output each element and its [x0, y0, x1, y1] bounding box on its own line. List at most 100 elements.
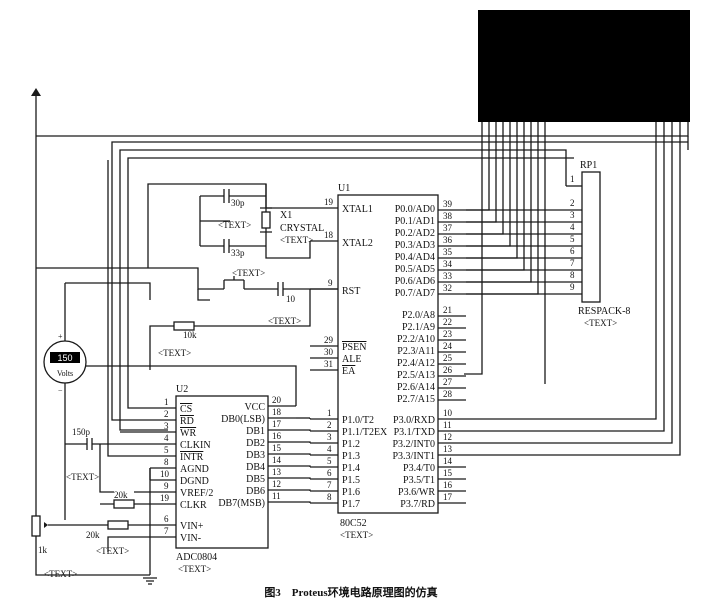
svg-text:14: 14 [443, 456, 453, 466]
u2-right-pin-numbers: 20 18 17 16 15 14 13 12 11 [272, 395, 282, 501]
resistor-vin-text: <TEXT> [96, 546, 129, 556]
svg-text:15: 15 [443, 468, 453, 478]
respack-pin-numbers: 1 2 3 4 5 6 7 8 9 [570, 174, 575, 292]
svg-text:39: 39 [443, 199, 453, 209]
svg-text:DB2: DB2 [246, 438, 265, 449]
svg-text:WR: WR [180, 428, 196, 439]
reset-button [210, 276, 258, 290]
svg-text:7: 7 [327, 480, 332, 490]
svg-text:P1.5: P1.5 [342, 475, 360, 486]
crystal-x1 [260, 207, 272, 233]
svg-text:XTAL2: XTAL2 [342, 238, 373, 249]
u2-chip [175, 395, 269, 549]
svg-text:14: 14 [272, 455, 282, 465]
svg-text:CLKR: CLKR [180, 500, 207, 511]
svg-text:16: 16 [443, 480, 453, 490]
svg-text:6: 6 [164, 514, 169, 524]
svg-text:P2.6/A14: P2.6/A14 [397, 382, 435, 393]
svg-text:11: 11 [443, 420, 452, 430]
svg-text:VIN-: VIN- [180, 533, 201, 544]
svg-text:P1.1/T2EX: P1.1/T2EX [342, 427, 388, 438]
svg-text:11: 11 [272, 491, 281, 501]
svg-text:13: 13 [272, 467, 282, 477]
svg-text:4: 4 [164, 433, 169, 443]
cap-reset-value: 10 [286, 294, 296, 304]
svg-text:P1.2: P1.2 [342, 439, 360, 450]
voltmeter [43, 282, 151, 520]
svg-text:CLKIN: CLKIN [180, 440, 211, 451]
u2-right-labels: VCC DB0(LSB) DB1 DB2 DB3 DB4 DB5 DB6 DB7… [218, 402, 265, 509]
cap-top-value: 30p [231, 198, 245, 208]
voltmeter-plus: + [58, 332, 63, 341]
u1-part: 80C52 [340, 518, 367, 529]
u1-right-pin-numbers: 39 38 37 36 35 34 33 32 21 22 23 24 25 2… [443, 199, 453, 502]
u2-left-pin-numbers: 1 2 3 4 5 8 10 9 19 6 7 [160, 397, 170, 536]
svg-text:6: 6 [570, 246, 575, 256]
cap-clk-text: <TEXT> [66, 472, 99, 482]
vcc-arrow [31, 88, 41, 520]
ground-symbol [35, 560, 157, 585]
svg-text:17: 17 [443, 492, 453, 502]
svg-text:8: 8 [327, 492, 332, 502]
svg-text:19: 19 [160, 493, 170, 503]
u1-chip [337, 194, 439, 514]
svg-text:DB6: DB6 [246, 486, 265, 497]
svg-text:1: 1 [570, 174, 575, 184]
lcd-data-bus [464, 122, 546, 384]
svg-text:18: 18 [272, 407, 282, 417]
svg-text:3: 3 [570, 210, 575, 220]
svg-text:1: 1 [327, 408, 332, 418]
svg-text:13: 13 [443, 444, 453, 454]
svg-text:37: 37 [443, 223, 453, 233]
svg-text:P3.6/WR: P3.6/WR [398, 487, 435, 498]
u2-right-pins [268, 405, 296, 503]
respack-part: RESPACK-8 [578, 306, 630, 317]
u2-ref: U2 [176, 384, 188, 395]
svg-text:P0.2/AD2: P0.2/AD2 [395, 228, 435, 239]
svg-text:P0.5/AD5: P0.5/AD5 [395, 264, 435, 275]
svg-text:P2.5/A13: P2.5/A13 [397, 370, 435, 381]
cap-clk-value: 150p [72, 427, 91, 437]
pot-value: 1k [38, 545, 48, 555]
svg-text:P2.2/A10: P2.2/A10 [397, 334, 435, 345]
svg-text:8: 8 [570, 270, 575, 280]
reset-button-text: <TEXT> [232, 268, 265, 278]
u1-right-labels: P0.0/AD0 P0.1/AD1 P0.2/AD2 P0.3/AD3 P0.4… [393, 204, 436, 510]
svg-text:22: 22 [443, 317, 452, 327]
svg-text:AGND: AGND [180, 464, 209, 475]
svg-text:RST: RST [342, 286, 360, 297]
resistor-reset [173, 321, 195, 331]
svg-text:1: 1 [164, 397, 169, 407]
svg-text:VREF/2: VREF/2 [180, 488, 213, 499]
svg-text:25: 25 [443, 353, 453, 363]
svg-text:5: 5 [327, 456, 332, 466]
figure-caption: 图3 Proteus环境电路原理图的仿真 [264, 585, 437, 599]
respack [581, 171, 601, 303]
vin-wires [35, 520, 150, 560]
resistor-vin [107, 520, 129, 530]
svg-text:DB4: DB4 [246, 462, 265, 473]
svg-text:2: 2 [327, 420, 332, 430]
svg-text:P0.4/AD4: P0.4/AD4 [395, 252, 435, 263]
svg-text:P3.0/RXD: P3.0/RXD [393, 415, 435, 426]
svg-text:20: 20 [272, 395, 282, 405]
svg-text:P3.1/TXD: P3.1/TXD [394, 427, 435, 438]
svg-text:26: 26 [443, 365, 453, 375]
svg-text:4: 4 [327, 444, 332, 454]
svg-text:35: 35 [443, 247, 453, 257]
resistor-clk-value: 20k [114, 490, 128, 500]
svg-text:P1.4: P1.4 [342, 463, 360, 474]
u2-part: ADC0804 [176, 552, 217, 563]
reset-wires [36, 267, 338, 370]
svg-text:DB3: DB3 [246, 450, 265, 461]
svg-text:18: 18 [324, 230, 334, 240]
svg-text:P3.3/INT1: P3.3/INT1 [393, 451, 436, 462]
svg-text:9: 9 [328, 278, 333, 288]
svg-text:7: 7 [570, 258, 575, 268]
svg-text:P0.0/AD0: P0.0/AD0 [395, 204, 435, 215]
svg-text:34: 34 [443, 259, 453, 269]
svg-text:9: 9 [164, 481, 169, 491]
crystal-text: <TEXT> [280, 235, 313, 245]
svg-text:PSEN: PSEN [342, 342, 366, 353]
u2-left-labels: CS RD WR CLKIN INTR AGND DGND VREF/2 CLK… [180, 404, 213, 544]
